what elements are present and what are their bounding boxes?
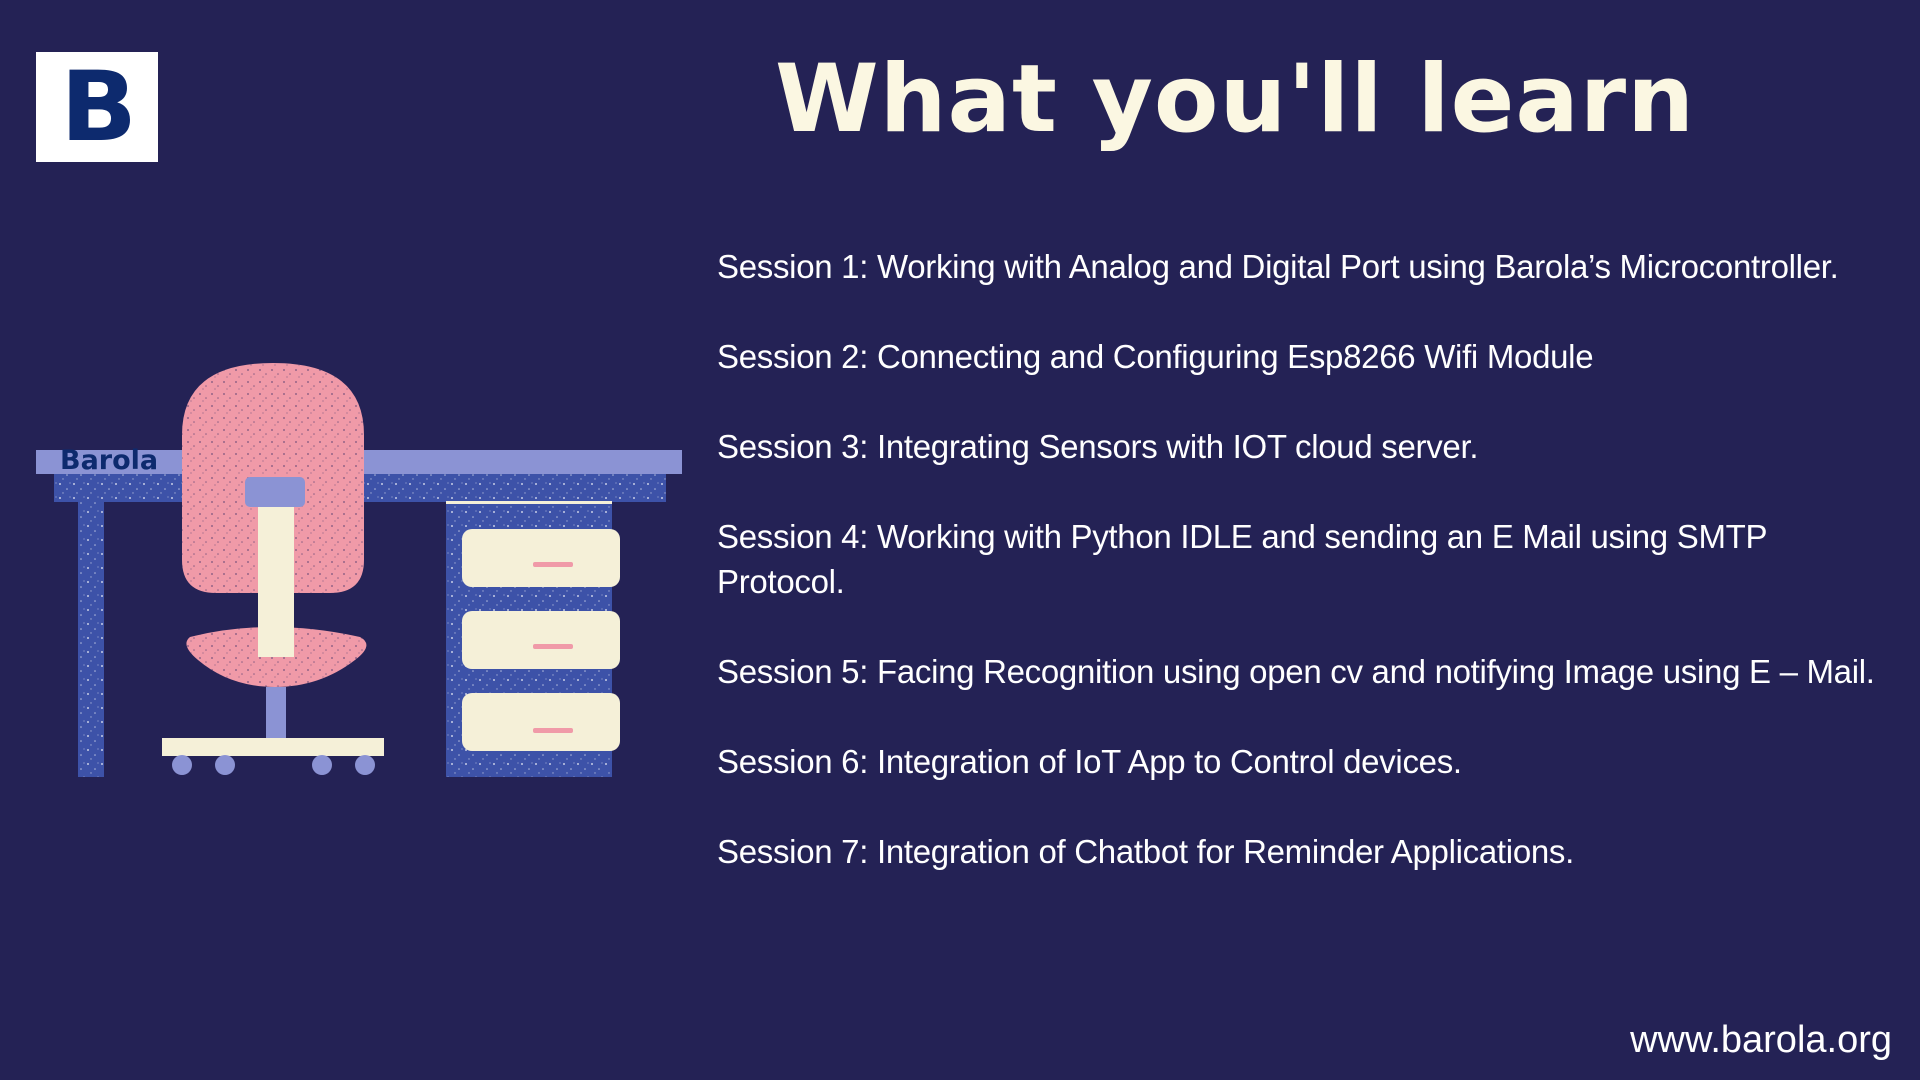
drawer <box>462 529 620 587</box>
logo: B <box>36 52 158 162</box>
drawer <box>462 611 620 669</box>
desk-chair-illustration: Barola <box>36 363 682 777</box>
page-title: What you'll learn <box>774 45 1696 154</box>
drawer <box>462 693 620 751</box>
chair-base <box>162 738 384 756</box>
session-item-3: Session 3: Integrating Sensors with IOT … <box>717 428 1479 465</box>
session-list: Session 1: Working with Analog and Digit… <box>717 244 1897 919</box>
desk-label: Barola <box>60 445 158 476</box>
chair-wheel <box>172 755 192 775</box>
session-item-2: Session 2: Connecting and Configuring Es… <box>717 338 1594 375</box>
chair-column <box>258 495 294 657</box>
chair-wheel <box>215 755 235 775</box>
session-item-1: Session 1: Working with Analog and Digit… <box>717 248 1839 285</box>
chair-wheel <box>355 755 375 775</box>
session-item-5: Session 5: Facing Recognition using open… <box>717 653 1875 690</box>
chair-wheel <box>312 755 332 775</box>
logo-letter: B <box>60 51 138 163</box>
session-item-4: Session 4: Working with Python IDLE and … <box>717 518 1767 600</box>
session-item-6: Session 6: Integration of IoT App to Con… <box>717 743 1462 780</box>
footer-url[interactable]: www.barola.org <box>1630 1019 1892 1061</box>
session-item-7: Session 7: Integration of Chatbot for Re… <box>717 833 1575 870</box>
